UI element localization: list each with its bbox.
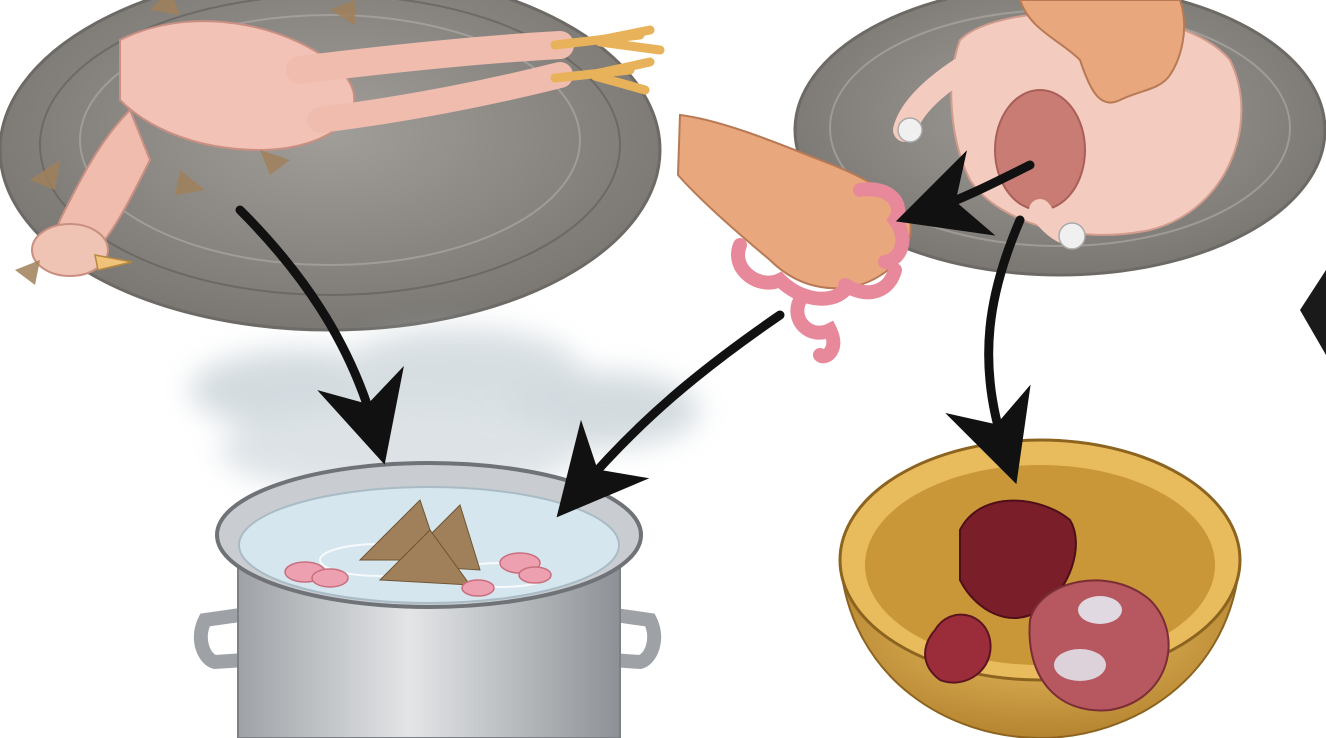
- next-panel-edge: [1300, 270, 1326, 355]
- plucked-chicken-on-platter: [0, 0, 660, 330]
- body-cavity: [995, 90, 1085, 210]
- pot-of-boiling-water: [201, 463, 654, 738]
- chicken-head: [32, 224, 108, 276]
- bowl-of-giblets: [840, 440, 1240, 738]
